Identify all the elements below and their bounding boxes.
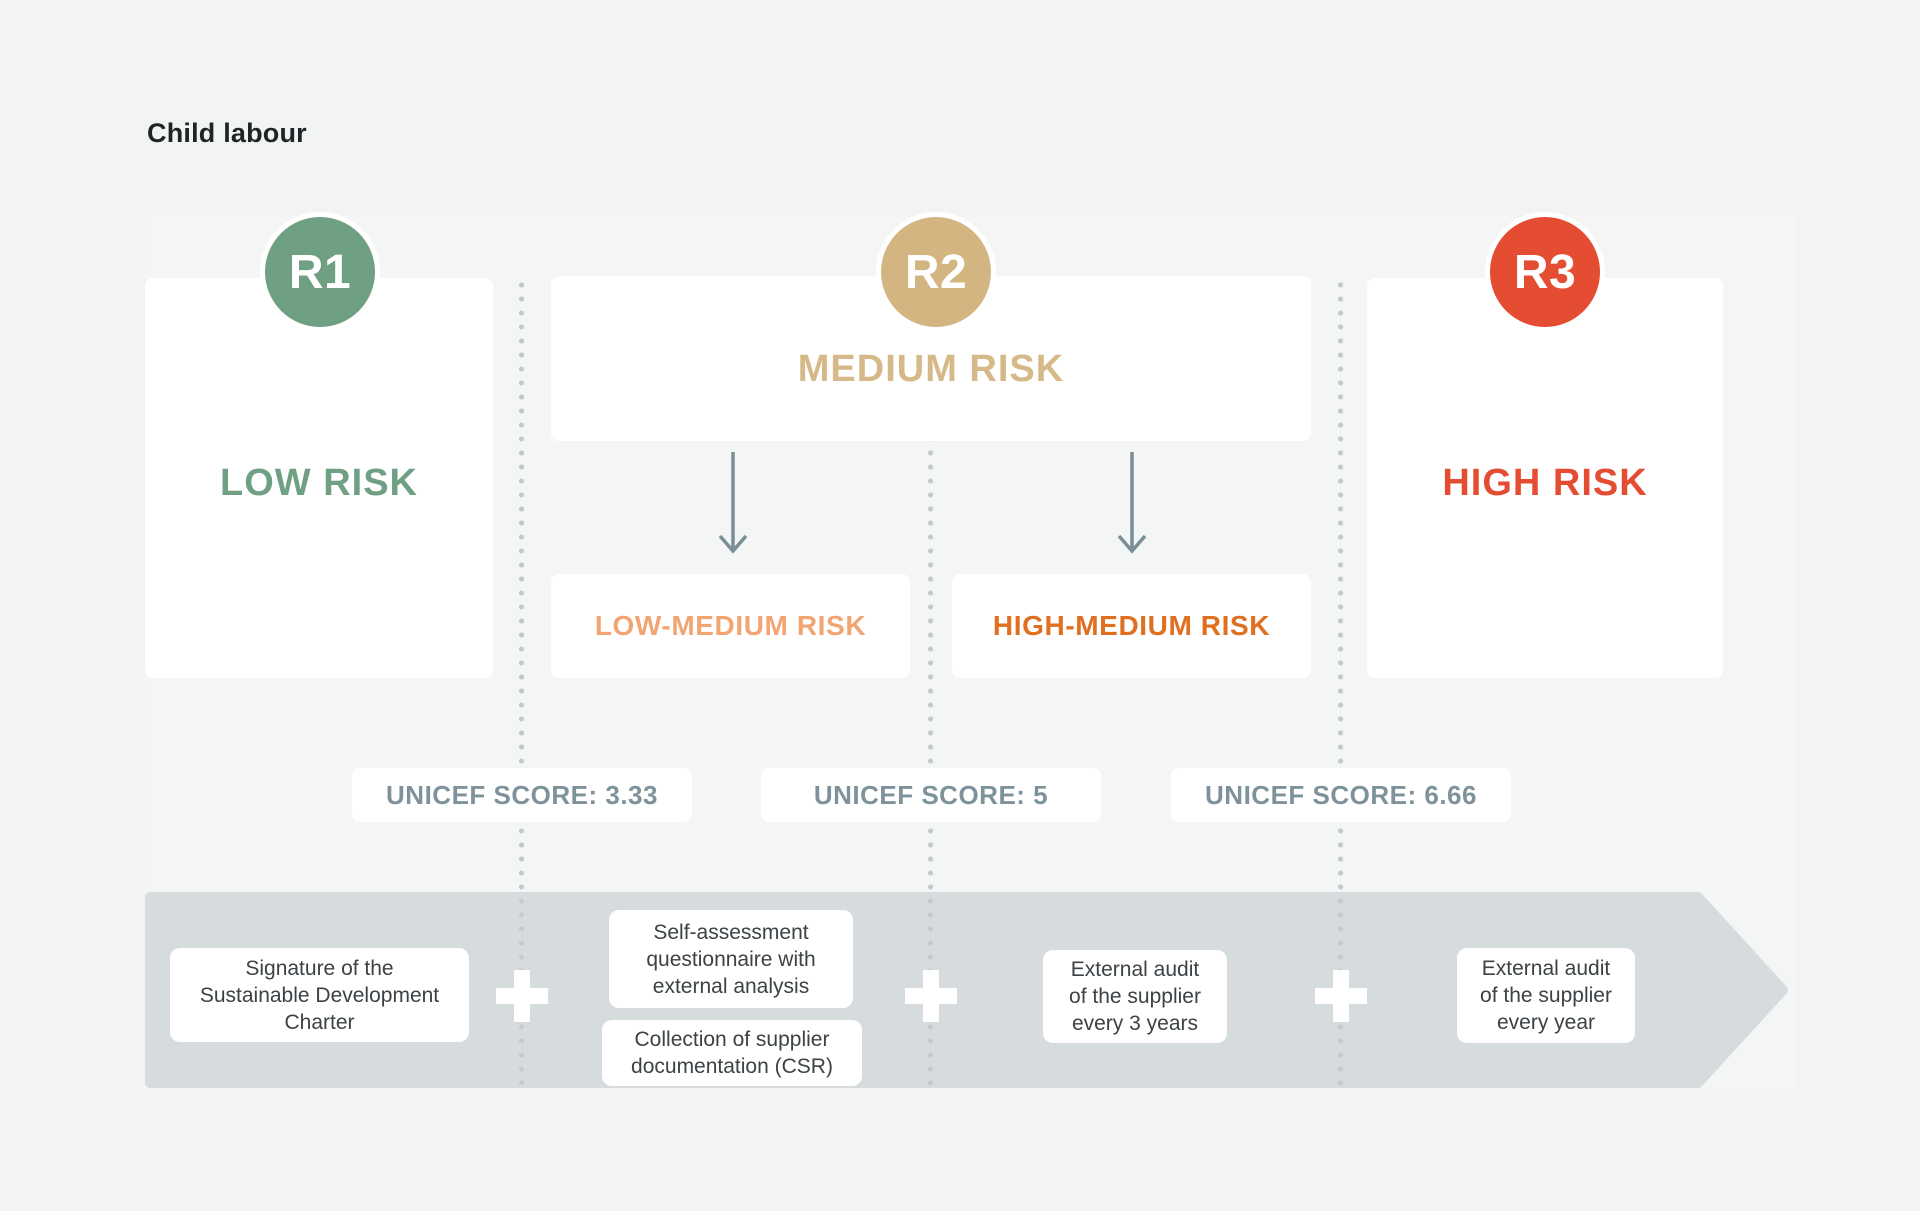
- dotted-separator-3: [1338, 278, 1343, 1085]
- action-external-audit-3-years: External audit of the supplier every 3 y…: [1043, 950, 1227, 1043]
- high-medium-risk-box: HIGH-MEDIUM RISK: [952, 574, 1311, 678]
- high-medium-risk-label: HIGH-MEDIUM RISK: [992, 610, 1271, 641]
- dotted-separator-1: [519, 278, 524, 1085]
- low-medium-risk-box: LOW-MEDIUM RISK: [551, 574, 910, 678]
- process-arrow-band: [145, 892, 1788, 1088]
- unicef-score-label: UNICEF SCORE: 3.33: [386, 779, 658, 810]
- dotted-separator-2: [928, 278, 933, 1085]
- action-external-audit-yearly: External audit of the supplier every yea…: [1457, 948, 1635, 1043]
- r2-badge: R2: [876, 212, 996, 332]
- unicef-score-label: UNICEF SCORE: 6.66: [1205, 779, 1477, 810]
- high-risk-card: HIGH RISK: [1367, 278, 1723, 678]
- unicef-score-box-2: UNICEF SCORE: 5: [761, 768, 1101, 822]
- action-signature-charter: Signature of the Sustainable Development…: [170, 948, 469, 1042]
- plus-icon: [905, 970, 957, 1022]
- unicef-score-box-3: UNICEF SCORE: 6.66: [1171, 768, 1511, 822]
- medium-risk-label: MEDIUM RISK: [797, 347, 1065, 390]
- r3-badge: R3: [1485, 212, 1605, 332]
- low-medium-risk-label: LOW-MEDIUM RISK: [594, 610, 867, 641]
- down-arrow-icon: [718, 452, 748, 554]
- plus-icon: [1315, 970, 1367, 1022]
- action-supplier-documentation: Collection of supplier documentation (CS…: [602, 1020, 862, 1086]
- page-title: Child labour: [147, 118, 307, 148]
- low-risk-label: LOW RISK: [220, 461, 418, 504]
- low-risk-card: LOW RISK: [145, 278, 493, 678]
- r1-badge: R1: [260, 212, 380, 332]
- down-arrow-icon: [1117, 452, 1147, 554]
- unicef-score-box-1: UNICEF SCORE: 3.33: [352, 768, 692, 822]
- action-self-assessment: Self-assessment questionnaire with exter…: [609, 910, 853, 1008]
- unicef-score-label: UNICEF SCORE: 5: [813, 779, 1049, 810]
- high-risk-label: HIGH RISK: [1442, 461, 1648, 504]
- plus-icon: [496, 970, 548, 1022]
